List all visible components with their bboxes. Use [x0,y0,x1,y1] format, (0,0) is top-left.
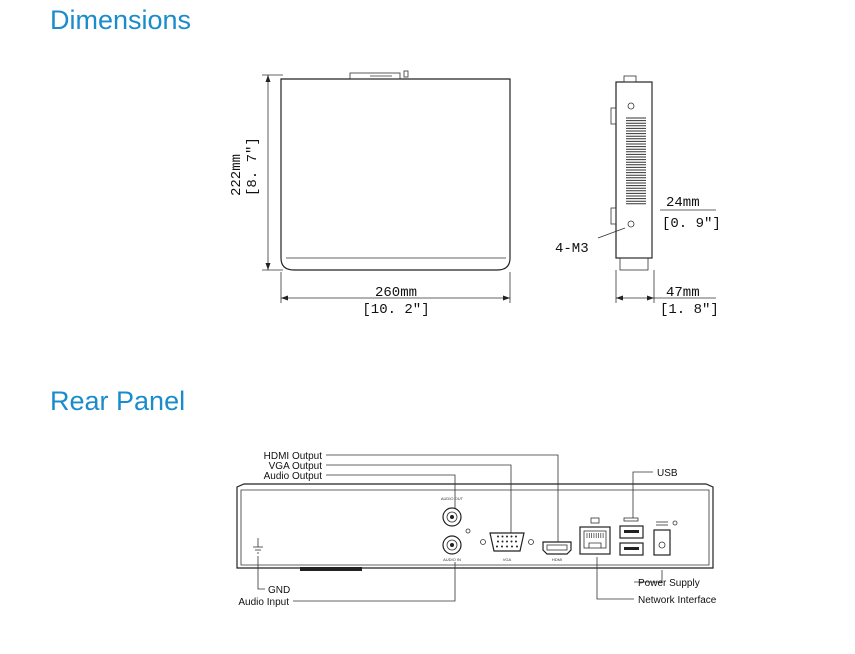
top-view-drawing [262,70,511,303]
thickness-in-label: [0. 9"] [662,216,721,232]
vga-pin [506,535,508,538]
vga-pin [501,545,503,548]
vga-pin [497,540,499,543]
vga-pin [515,535,517,538]
callout-lines [257,454,663,602]
vga-pins [496,535,518,548]
hdmi-output-callout: HDMI Output [264,451,323,462]
audio-input-callout: Audio Input [238,597,289,608]
audio-out-mark: AUDIO OUT [441,496,464,501]
width-in-label: [10. 2"] [362,302,429,318]
vga-pin [506,545,508,548]
vga-pin [501,535,504,538]
vga-pin [510,535,513,538]
side-view-vents [626,117,646,205]
thickness-mm-label: 24mm [666,195,700,211]
dimensions-title: Dimensions [50,5,192,35]
width-mm-label: 260mm [375,285,417,301]
vga-port [480,532,534,552]
network-port [579,517,611,555]
vga-pin [496,545,498,548]
vga-pin [510,540,513,543]
vga-pin [501,540,504,543]
vga-mark: VGA [503,557,512,562]
audio-output-callout: Audio Output [264,471,323,482]
audio-in-jack [442,535,462,555]
depth-mm-label: 47mm [666,285,700,301]
rear-panel-drawing [236,483,714,571]
gnd-terminal [253,538,263,554]
audio-out-jack [442,507,462,527]
vga-pin [516,545,518,548]
depth-in-label: [1. 8"] [660,302,719,318]
usb-ports [619,517,644,556]
network-interface-callout: Network Interface [638,595,717,606]
power-supply-callout: Power Supply [638,578,700,589]
hdmi-port [542,541,572,555]
side-dimension-lines [597,209,716,303]
rear-panel-title: Rear Panel [50,386,186,416]
vga-pin [506,540,508,543]
vga-pin [497,535,499,538]
hdmi-mark: HDMI [552,557,562,562]
vga-output-callout: VGA Output [269,461,323,472]
usb-callout: USB [657,468,678,479]
height-in-label: [8. 7"] [245,137,261,196]
height-mm-label: 222mm [229,154,245,196]
power-supply-port [653,520,678,556]
screw-hole [465,528,471,534]
network-port-pins [586,533,604,538]
vga-pin [511,545,513,548]
vga-pin [515,540,517,543]
gnd-callout: GND [268,585,290,596]
audio-in-mark: AUDIO IN [443,557,461,562]
side-view-drawing [610,75,653,271]
screw-label: 4-M3 [555,241,589,257]
